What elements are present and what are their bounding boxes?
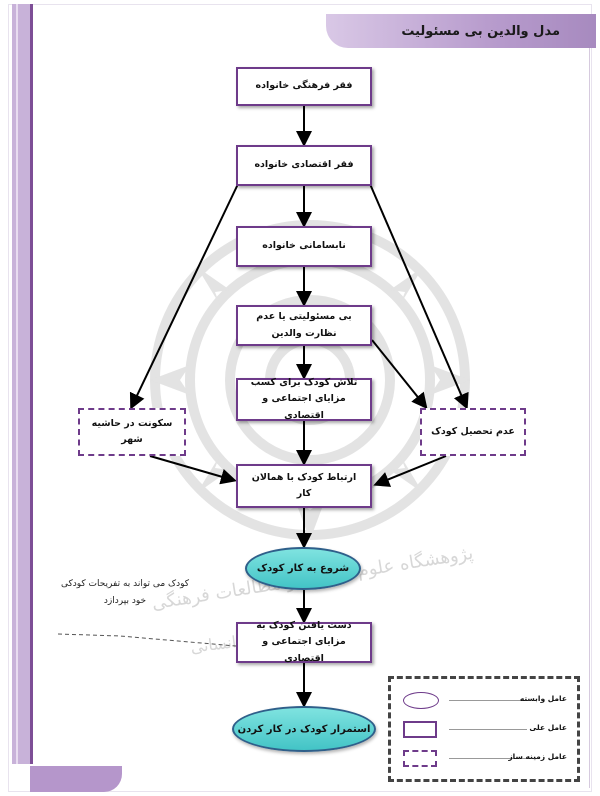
bottom-decorative-tab (30, 766, 122, 792)
node-start-work: شروع به کار کودک (245, 547, 361, 590)
left-decorative-strip (12, 4, 33, 764)
arrow-n4-n7 (371, 339, 428, 410)
node-economic-poverty: فقر اقتصادی خانواده (236, 145, 372, 186)
legend-dashed-box (403, 750, 437, 767)
legend-label-contextual: عامل زمینه ساز (508, 752, 567, 761)
header-tab (326, 14, 596, 48)
legend-solid-box (403, 721, 437, 738)
arrow-n2-n7 (369, 183, 469, 410)
node-gain-benefits: دست یافتن کودک به مزایای اجتماعی و اقتصا… (236, 620, 372, 664)
legend-line (449, 700, 527, 701)
legend-line (449, 729, 527, 730)
node-continue-work: استمرار کودک در کار کردن (232, 706, 376, 752)
node-parental-irresponsibility: بی مسئولیتی یا عدم نظارت والدین (236, 305, 372, 346)
arrow-n2-n6 (129, 183, 239, 410)
node-child-effort: تلاش کودک برای کسب مزایای اجتماعی و اقتص… (236, 377, 372, 421)
page-title: مدل والدین بی مسئولیت (401, 24, 560, 39)
node-suburb-residence: سکونت در حاشیه شهر (78, 408, 186, 456)
side-note-text: کودک می تواند به تفریحات کودکی خود بپردا… (60, 579, 190, 607)
legend-label-causal: عامل علی (529, 723, 567, 732)
node-family-disorder: نابسامانی خانواده (236, 226, 372, 267)
legend-label-intervening: عامل وابسته (519, 694, 567, 703)
legend-oval-shape (403, 692, 439, 709)
arrow-n7-n8 (373, 455, 447, 487)
right-border-line (589, 48, 590, 788)
legend: عامل وابسته عامل علی عامل زمینه ساز (388, 676, 580, 782)
node-cultural-poverty: فقر فرهنگی خانواده (236, 67, 372, 106)
page-frame (8, 4, 592, 792)
node-peer-relation: ارتباط کودک با همالان کار (236, 464, 372, 508)
side-note-connector (57, 633, 237, 647)
node-no-schooling: عدم تحصیل کودک (420, 408, 526, 456)
arrow-n6-n8 (149, 455, 237, 485)
legend-line (449, 758, 527, 759)
